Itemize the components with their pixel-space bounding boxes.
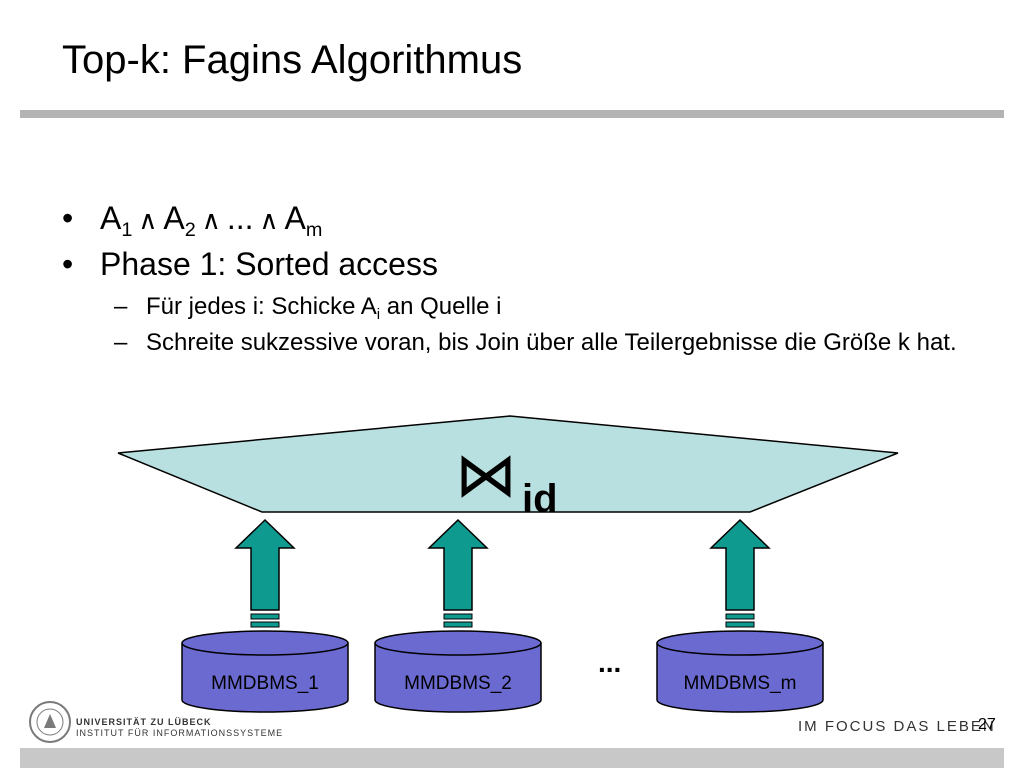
bullet-conjunction: • A1∧A2∧...∧Am: [62, 196, 962, 242]
footer-slogan: IM FOCUS DAS LEBEN: [798, 718, 996, 735]
sources-ellipsis: ...: [598, 647, 621, 678]
bullet-dash: –: [114, 329, 128, 356]
sub-bullet-advance: – Schreite sukzessive voran, bis Join üb…: [114, 329, 957, 356]
title-divider: [20, 110, 1004, 118]
bullet-phase1: • Phase 1: Sorted access: [62, 242, 962, 286]
arrow-source-m: [709, 518, 771, 628]
database-source-1: MMDBMS_1: [181, 630, 349, 713]
slide-title: Top-k: Fagins Algorithmus: [62, 38, 523, 82]
page-number: 27: [978, 716, 996, 733]
database-label-1: MMDBMS_1: [211, 673, 319, 694]
bullet-dot: •: [62, 246, 74, 282]
database-label-m: MMDBMS_m: [684, 673, 797, 694]
join-subscript: id: [522, 477, 558, 521]
database-source-2: MMDBMS_2: [374, 630, 542, 713]
database-label-2: MMDBMS_2: [404, 673, 512, 694]
bullet-list: • A1∧A2∧...∧Am • Phase 1: Sorted access …: [62, 196, 962, 358]
sub-bullet-send-query: – Für jedes i: Schicke Ai an Quelle i: [114, 293, 502, 324]
arrow-source-1: [234, 518, 296, 628]
bullet-dash: –: [114, 293, 128, 320]
join-symbol: ⋈: [455, 438, 517, 511]
bullet-dot: •: [62, 200, 74, 236]
database-source-m: MMDBMS_m: [656, 630, 824, 713]
university-seal-logo: [29, 701, 71, 743]
join-operator-shape: [117, 415, 899, 513]
footer-bar: [20, 748, 1004, 768]
university-name: UNIVERSITÄT ZU LÜBECK INSTITUT FÜR INFOR…: [76, 717, 284, 738]
arrow-source-2: [427, 518, 489, 628]
